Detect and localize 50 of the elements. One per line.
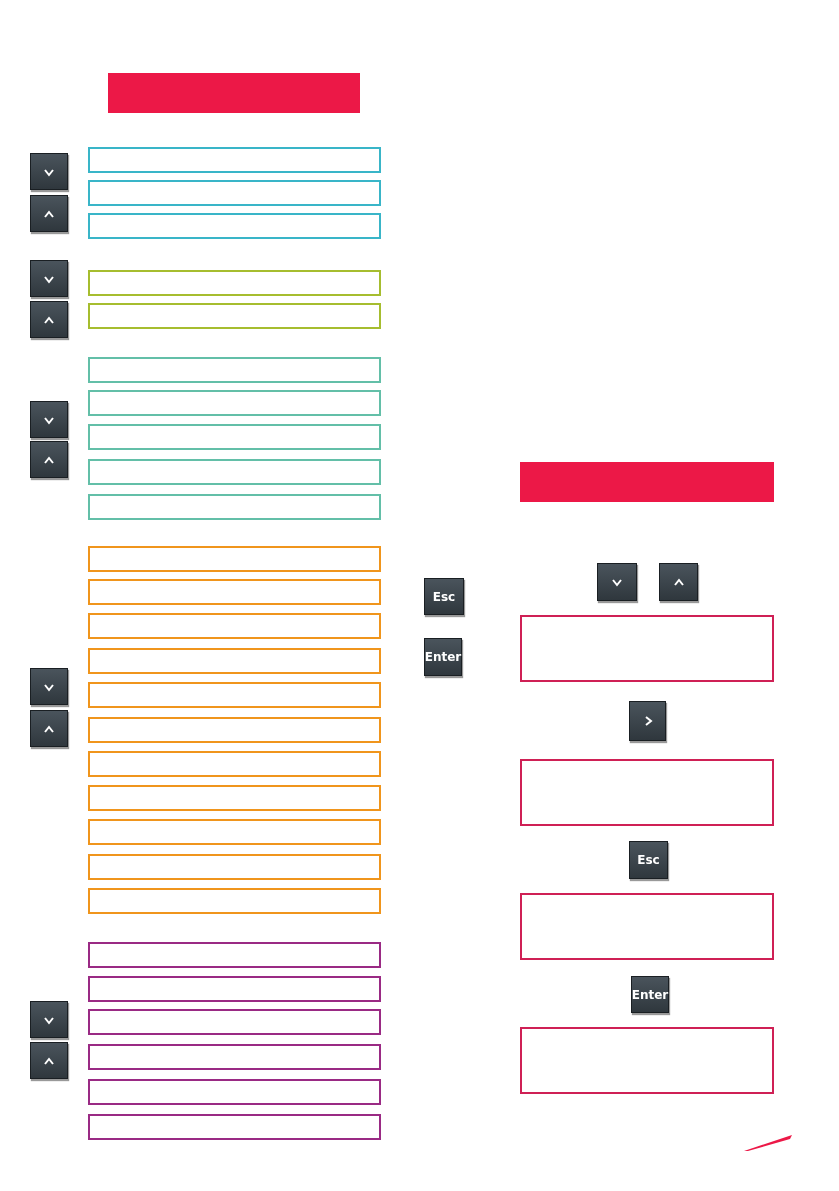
empty-box	[88, 494, 381, 520]
keyboard-key: Enter	[631, 976, 669, 1013]
empty-box	[88, 1079, 381, 1105]
keyboard-key: Esc	[424, 578, 464, 615]
empty-box	[88, 546, 381, 572]
keyboard-key	[30, 1001, 68, 1038]
keyboard-key	[597, 563, 637, 601]
empty-box	[88, 751, 381, 777]
empty-box	[88, 888, 381, 914]
empty-box	[88, 717, 381, 743]
empty-box	[88, 976, 381, 1002]
empty-box	[88, 854, 381, 880]
keyboard-key	[30, 401, 68, 438]
keyboard-key	[629, 701, 666, 741]
empty-box	[88, 303, 381, 329]
empty-box	[88, 579, 381, 605]
empty-box	[88, 682, 381, 708]
keyboard-key	[30, 153, 68, 190]
empty-box	[520, 759, 774, 826]
heading-band	[108, 73, 360, 113]
keyboard-key	[30, 710, 68, 747]
empty-box	[520, 893, 774, 960]
empty-box	[88, 147, 381, 173]
empty-box	[88, 459, 381, 485]
keyboard-key	[30, 441, 68, 478]
empty-box	[88, 1009, 381, 1035]
keyboard-key	[30, 195, 68, 232]
keyboard-key	[30, 668, 68, 705]
empty-box	[88, 390, 381, 416]
empty-box	[520, 615, 774, 682]
empty-box	[88, 1114, 381, 1140]
empty-box	[88, 180, 381, 206]
keyboard-key	[30, 301, 68, 338]
keyboard-key: Enter	[424, 638, 462, 676]
keyboard-key	[30, 260, 68, 297]
keyboard-key	[659, 563, 698, 601]
keyboard-key	[30, 1042, 68, 1079]
empty-box	[88, 942, 381, 968]
empty-box	[88, 213, 381, 239]
empty-box	[520, 1027, 774, 1094]
empty-box	[88, 1044, 381, 1070]
empty-box	[88, 819, 381, 845]
empty-box	[88, 357, 381, 383]
empty-box	[88, 613, 381, 639]
empty-box	[88, 648, 381, 674]
empty-box	[88, 270, 381, 296]
empty-box	[88, 424, 381, 450]
empty-box	[88, 785, 381, 811]
heading-band	[520, 462, 774, 502]
keyboard-key: Esc	[629, 841, 668, 879]
